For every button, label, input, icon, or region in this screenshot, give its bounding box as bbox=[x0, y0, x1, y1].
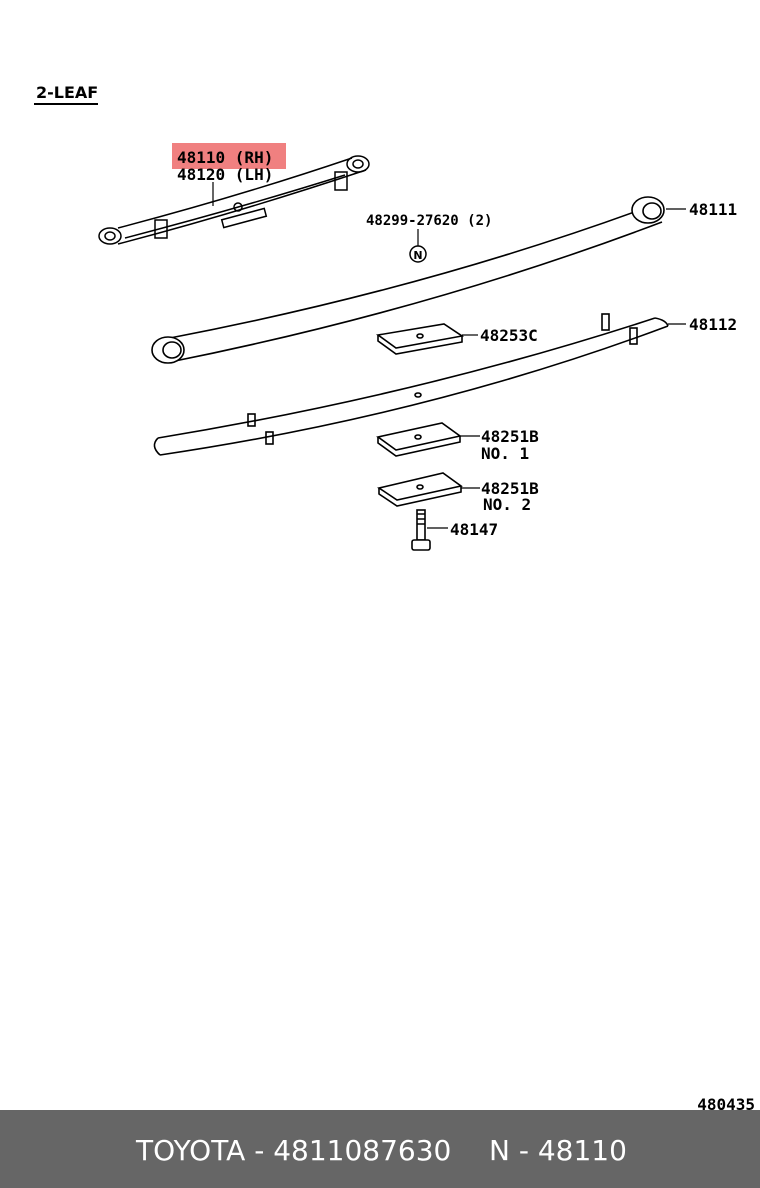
figure-code: 480435 bbox=[697, 1095, 755, 1110]
footer-brand-part: TOYOTA - 4811087630 bbox=[136, 1134, 452, 1167]
part-label-48251b-no1-suffix: NO. 1 bbox=[481, 444, 529, 463]
n-mark-letter: N bbox=[413, 249, 422, 262]
part-label-48120[interactable]: 48120 (LH) bbox=[177, 165, 273, 184]
parts-diagram: 2-LEAF 48110 (RH) 48120 (LH) 48299-27620… bbox=[34, 83, 755, 1110]
part-label-48147[interactable]: 48147 bbox=[450, 520, 498, 539]
footer-ref: N - 48110 bbox=[489, 1134, 627, 1167]
part-label-48112[interactable]: 48112 bbox=[689, 315, 737, 334]
spacer-48251b-no2-icon bbox=[377, 472, 463, 507]
spacer-48251b-no1-icon bbox=[376, 422, 462, 457]
spacer-48253c-icon bbox=[375, 323, 465, 355]
part-label-48251b-no2-suffix: NO. 2 bbox=[483, 495, 531, 514]
main-leaf-icon bbox=[151, 196, 665, 364]
footer-bar: TOYOTA - 4811087630 N - 48110 bbox=[0, 1110, 760, 1188]
part-label-48251b-no2[interactable]: 48251B bbox=[481, 479, 539, 498]
spring-assembly-icon bbox=[98, 155, 370, 245]
diagram-heading: 2-LEAF bbox=[36, 83, 98, 102]
part-label-48253c[interactable]: 48253C bbox=[480, 326, 538, 345]
part-label-48111[interactable]: 48111 bbox=[689, 200, 737, 219]
part-highlight bbox=[172, 143, 286, 169]
part-label-48251b-no1[interactable]: 48251B bbox=[481, 427, 539, 446]
center-bolt-icon bbox=[411, 509, 431, 551]
second-leaf-icon bbox=[153, 313, 669, 456]
part-label-48299-27620[interactable]: 48299-27620 (2) bbox=[366, 213, 492, 229]
n-mark-circle bbox=[409, 245, 427, 263]
part-label-48110[interactable]: 48110 (RH) bbox=[177, 148, 273, 167]
